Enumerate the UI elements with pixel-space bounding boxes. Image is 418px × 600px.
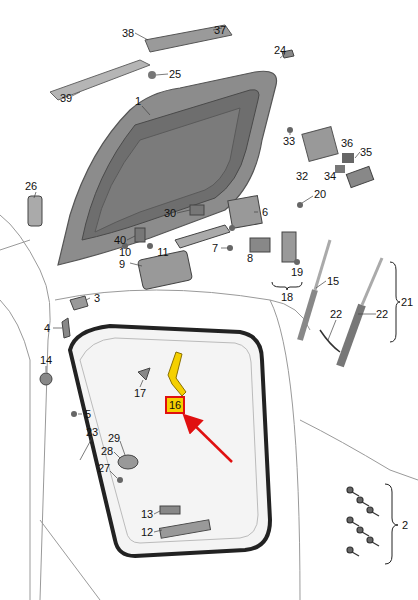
callout-number: 22 — [376, 309, 388, 320]
callout-number: 11 — [157, 247, 168, 258]
callout-number: 30 — [164, 208, 176, 219]
callout-number: 12 — [141, 527, 153, 538]
callout-number: 32 — [296, 171, 308, 182]
callout-number: 20 — [314, 189, 326, 200]
callout-number: 21 — [401, 297, 413, 308]
callout-number: 29 — [108, 433, 120, 444]
callout-number: 13 — [141, 509, 153, 520]
callout-number: 6 — [262, 207, 268, 218]
callout-number: 2 — [402, 520, 408, 531]
callout-number: 26 — [25, 181, 37, 192]
callout-number: 37 — [214, 25, 226, 36]
callout-number: 10 — [119, 247, 131, 258]
callout-number: 18 — [281, 292, 293, 303]
callout-number: 5 — [85, 409, 91, 420]
callout-number: 38 — [122, 28, 134, 39]
callout-number: 35 — [360, 147, 372, 158]
callout-number: 27 — [98, 463, 110, 474]
callout-number: 33 — [283, 136, 295, 147]
callout-number: 15 — [327, 276, 339, 287]
callout-number: 3 — [94, 293, 100, 304]
callout-number: 14 — [40, 355, 52, 366]
callout-number: 24 — [274, 45, 286, 56]
callout-number: 16 — [169, 399, 181, 411]
callout-number: 28 — [101, 446, 113, 457]
callout-number: 25 — [169, 69, 181, 80]
callout-number: 19 — [291, 267, 303, 278]
callout-number: 9 — [119, 259, 125, 270]
callout-number: 36 — [341, 138, 353, 149]
callout-number: 39 — [60, 93, 72, 104]
callout-number: 17 — [134, 388, 146, 399]
callout-number: 4 — [44, 323, 50, 334]
callout-number: 23 — [86, 427, 98, 438]
highlight-box: 16 — [165, 396, 185, 414]
callout-number: 7 — [212, 243, 218, 254]
callout-number: 40 — [114, 235, 126, 246]
callout-number: 22 — [330, 309, 342, 320]
callout-number: 34 — [324, 171, 336, 182]
callout-number: 1 — [135, 96, 141, 107]
callout-number: 8 — [247, 253, 253, 264]
